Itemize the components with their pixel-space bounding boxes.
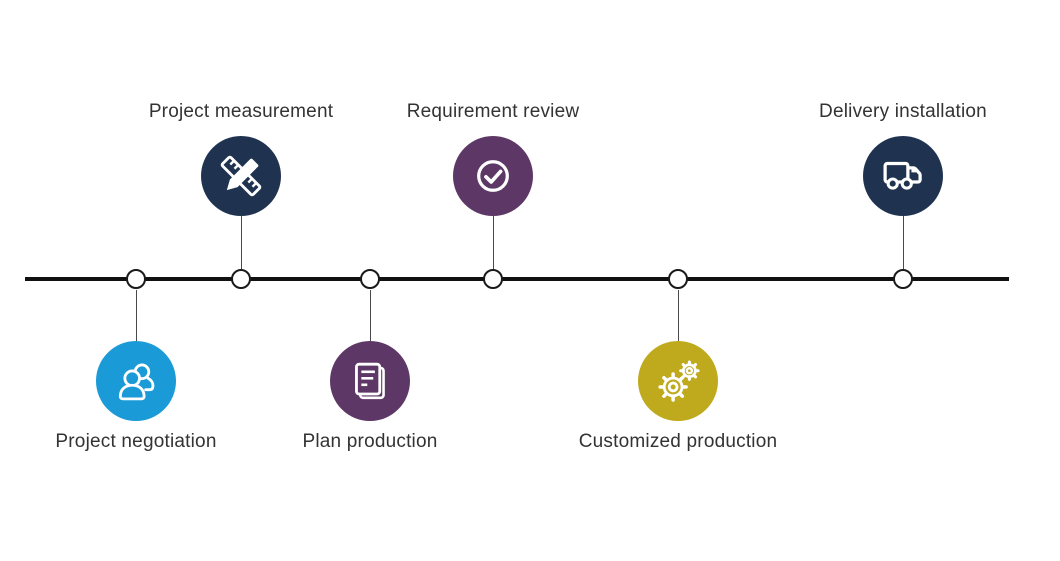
document-icon [330, 341, 410, 421]
timeline-node [892, 268, 913, 289]
timeline-node [667, 268, 688, 289]
connector-line [492, 216, 494, 269]
connector-line [677, 290, 679, 341]
milestone-label: Plan production [302, 431, 438, 452]
ruler-pencil-icon [201, 136, 281, 216]
timeline-axis [25, 277, 1009, 281]
milestone-label: Customized production [578, 431, 778, 452]
connector-line [369, 290, 371, 341]
truck-icon [863, 136, 943, 216]
timeline-node [359, 268, 380, 289]
milestone-label: Delivery installation [819, 101, 987, 122]
timeline-node [230, 268, 251, 289]
connector-line [240, 216, 242, 269]
milestone-label: Project negotiation [55, 431, 217, 452]
people-icon [96, 341, 176, 421]
check-circle-icon [453, 136, 533, 216]
timeline-node [482, 268, 503, 289]
timeline-node [125, 268, 146, 289]
connector-line [135, 290, 137, 341]
milestone-label: Project measurement [148, 101, 334, 122]
connector-line [902, 216, 904, 269]
milestone-label: Requirement review [406, 101, 580, 122]
gears-icon [638, 341, 718, 421]
